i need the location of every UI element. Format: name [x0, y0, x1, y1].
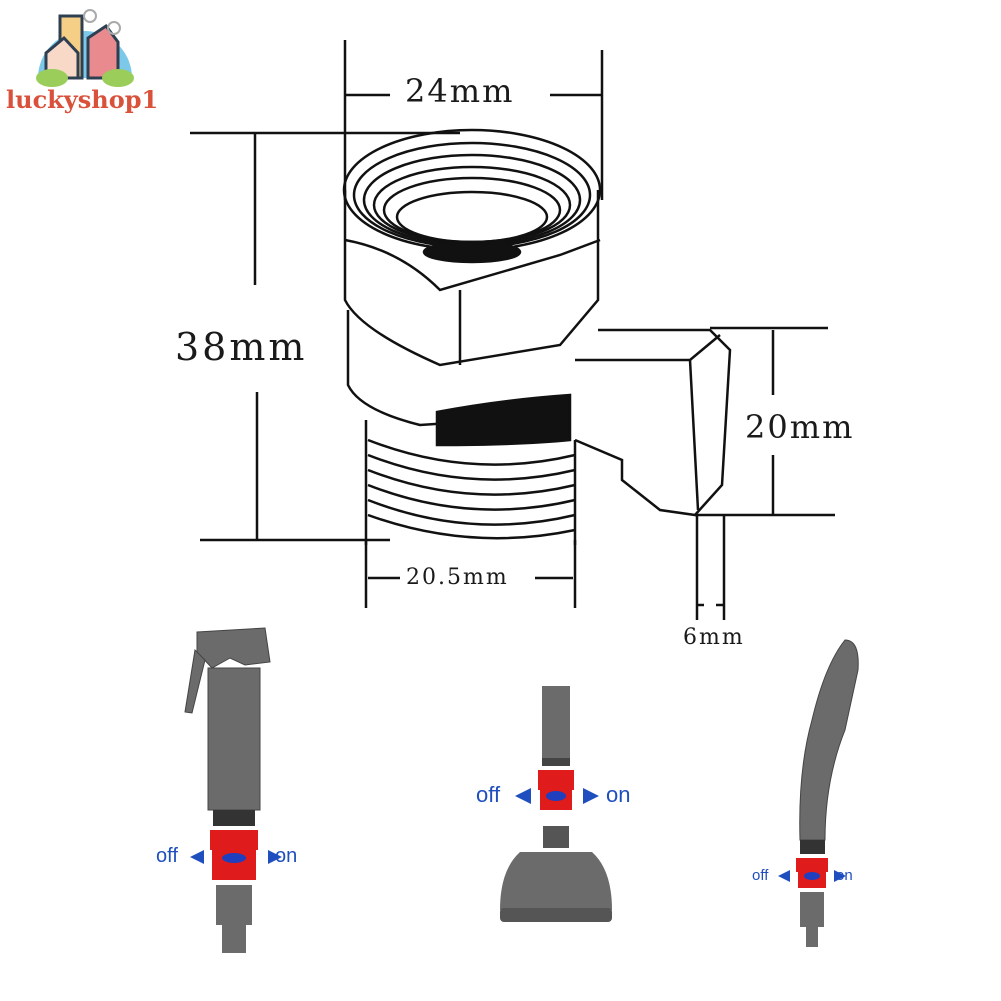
- shower-head-off-label: off: [476, 782, 501, 807]
- bidet-on-label: on: [275, 845, 298, 867]
- shower-head-on-label: on: [606, 782, 631, 807]
- dimension-top-width: 24mm: [405, 72, 515, 110]
- dimension-handle-height: 20mm: [745, 408, 855, 446]
- handheld-off-label: off: [752, 867, 769, 884]
- dimension-total-height: 38mm: [175, 325, 308, 369]
- house-logo-icon: [36, 9, 134, 87]
- handheld-on-label: on: [836, 867, 853, 884]
- brand-logo: [30, 8, 140, 88]
- bidet-off-label: off: [156, 845, 178, 867]
- dimension-bottom-thread: 20.5mm: [406, 565, 509, 590]
- brand-name: luckyshop1: [6, 85, 159, 114]
- valve-technical-drawing: [190, 40, 835, 620]
- dimension-handle-thickness: 6mm: [683, 625, 745, 650]
